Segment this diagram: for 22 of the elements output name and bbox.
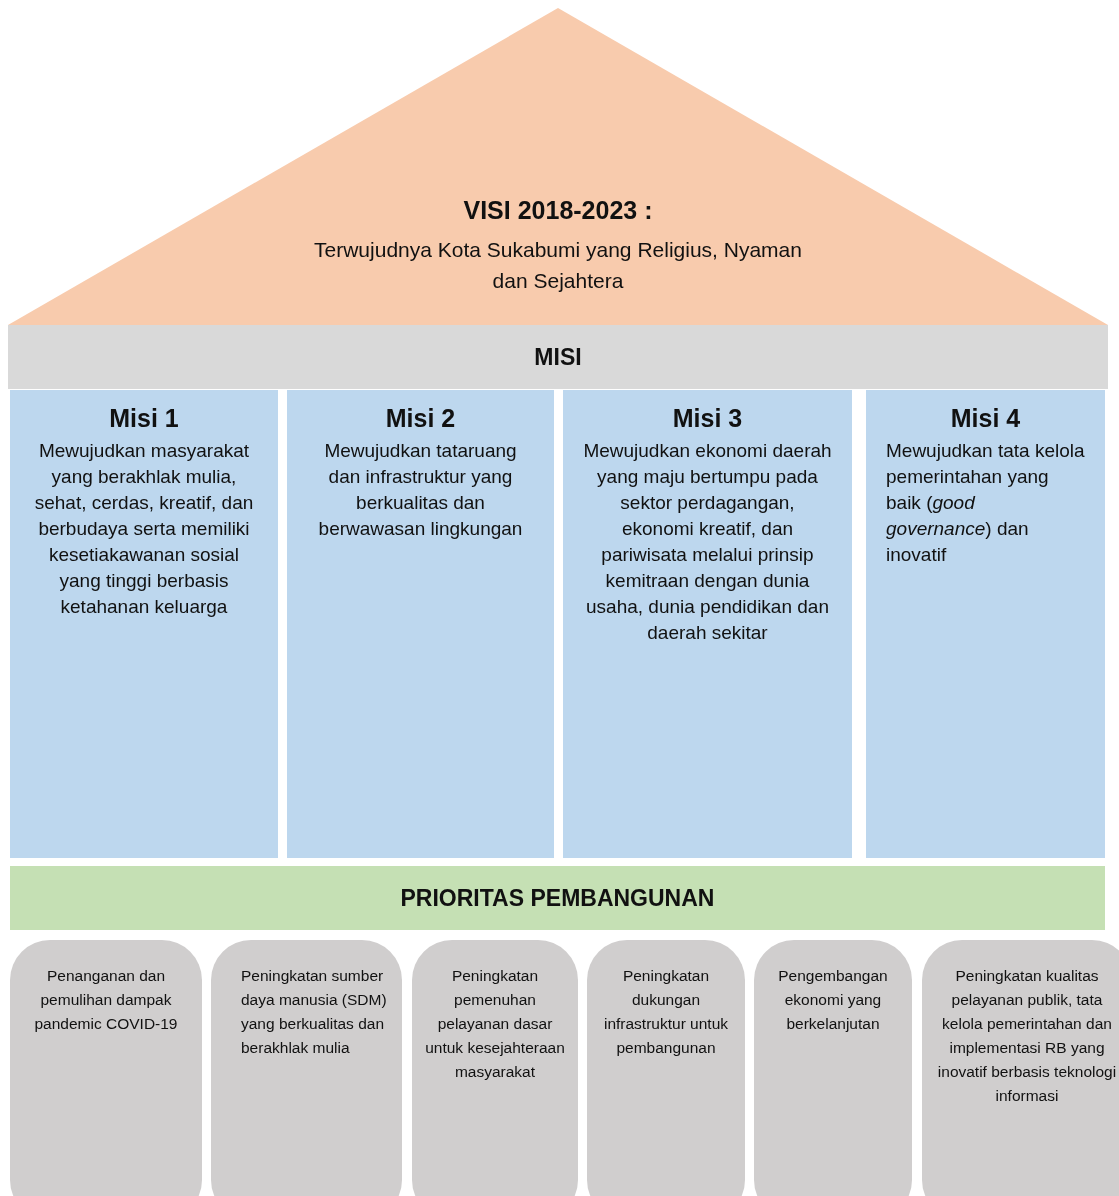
- priority-card: Peningkatan pemenuhan pelayanan dasar untuk kesejahteraan masyarakat: [412, 940, 578, 1196]
- priority-card: Pengembangan ekonomi yang berkelanjutan: [754, 940, 912, 1196]
- mission-heading: Misi 4: [949, 404, 1022, 433]
- mission-column: [866, 390, 1105, 858]
- mission-column: [563, 390, 852, 858]
- misi-band: MISI: [8, 325, 1108, 389]
- mission-text: Mewujudkan tataruang dan infrastruktur yang berkualitas dan berwawasan lingkungan: [317, 439, 524, 541]
- priority-card: Penanganan dan pemulihan dampak pandemic COVID-19: [10, 940, 202, 1196]
- vision-heading: VISI 2018-2023 :: [462, 196, 654, 225]
- vision-text: Terwujudnya Kota Sukabumi yang Religius, Nyaman dan Sejahtera: [313, 237, 803, 294]
- priority-card: Peningkatan kualitas pelayanan publik, tata kelola pemerintahan dan implementasi RB yang inovatif berbasis teknologi informasi: [922, 940, 1119, 1196]
- mission-column: [10, 390, 278, 858]
- mission-text: Mewujudkan masyarakat yang berakhlak mulia, sehat, cerdas, kreatif, dan berbudaya serta memiliki kesetiakawanan sosial yang tinggi berbasis ketahanan keluarga: [33, 439, 255, 619]
- priority-band: PRIORITAS PEMBANGUNAN: [10, 866, 1105, 930]
- mission-heading: Misi 1: [108, 404, 180, 433]
- priority-card: Peningkatan sumber daya manusia (SDM) yang berkualitas dan berakhlak mulia: [211, 940, 402, 1196]
- mission-text: Mewujudkan tata kelola pemerintahan yang baik (good governance) dan inovatif: [886, 439, 1085, 567]
- priority-card: Peningkatan dukungan infrastruktur untuk pembangunan: [587, 940, 745, 1196]
- mission-heading: Misi 3: [671, 404, 744, 433]
- mission-column: [287, 390, 554, 858]
- mission-text: Mewujudkan ekonomi daerah yang maju bertumpu pada sektor perdagangan, ekonomi kreatif, dan pariwisata melalui prinsip kemitraan dengan dunia usaha, dunia pendidikan dan daerah sekitar: [583, 439, 832, 645]
- mission-heading: Misi 2: [384, 404, 457, 433]
